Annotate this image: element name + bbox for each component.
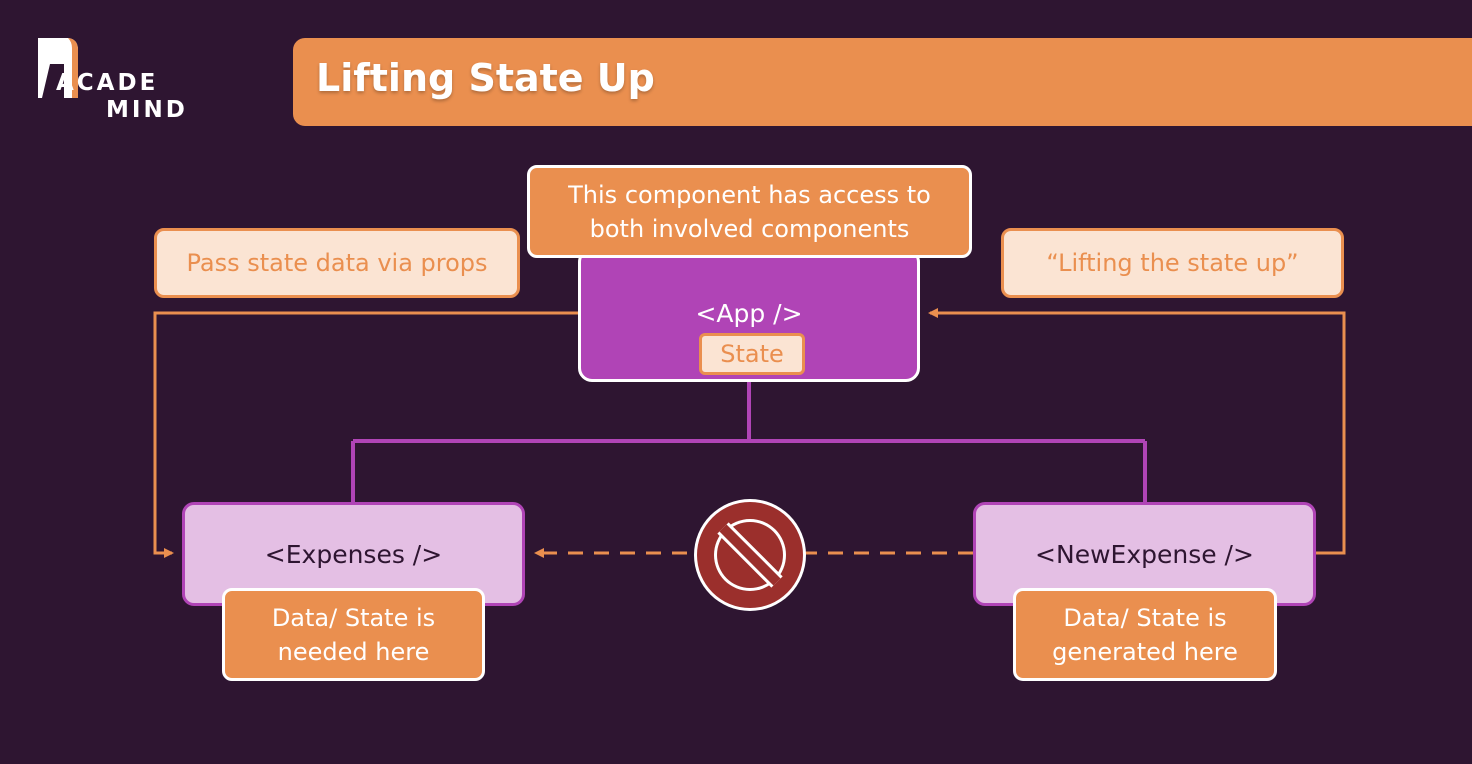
new-expense-component-label: <NewExpense /> bbox=[1035, 539, 1254, 569]
app-to-children-connector bbox=[351, 382, 1147, 502]
title-banner: Lifting State Up bbox=[293, 38, 1472, 126]
academind-logo: ACADE MIND bbox=[36, 36, 206, 136]
state-badge: State bbox=[699, 333, 805, 375]
logo-text-line2: MIND bbox=[106, 97, 188, 123]
no-entry-icon bbox=[694, 499, 806, 611]
app-access-note-line2: both involved components bbox=[589, 214, 910, 243]
lift-state-note: “Lifting the state up” bbox=[1001, 228, 1344, 298]
data-needed-note-line1: Data/ State is bbox=[271, 603, 436, 632]
expenses-component-label: <Expenses /> bbox=[264, 539, 443, 569]
page-title: Lifting State Up bbox=[316, 56, 655, 100]
data-generated-note-line2: generated here bbox=[1052, 637, 1238, 666]
data-generated-note: Data/ State is generated here bbox=[1013, 588, 1277, 681]
app-access-note: This component has access to both involv… bbox=[527, 165, 972, 258]
logo-text-line1: ACADE bbox=[56, 70, 159, 96]
app-access-note-line1: This component has access to bbox=[568, 180, 931, 209]
data-needed-note: Data/ State is needed here bbox=[222, 588, 485, 681]
academind-logo-icon bbox=[38, 38, 78, 98]
app-component: <App /> State bbox=[578, 248, 920, 382]
data-needed-note-line2: needed here bbox=[277, 637, 430, 666]
data-generated-note-line1: Data/ State is bbox=[1063, 603, 1227, 632]
lift-state-arrow bbox=[928, 308, 1346, 555]
app-component-label: <App /> bbox=[695, 299, 803, 328]
pass-props-note: Pass state data via props bbox=[154, 228, 520, 298]
pass-props-arrow bbox=[153, 311, 578, 558]
